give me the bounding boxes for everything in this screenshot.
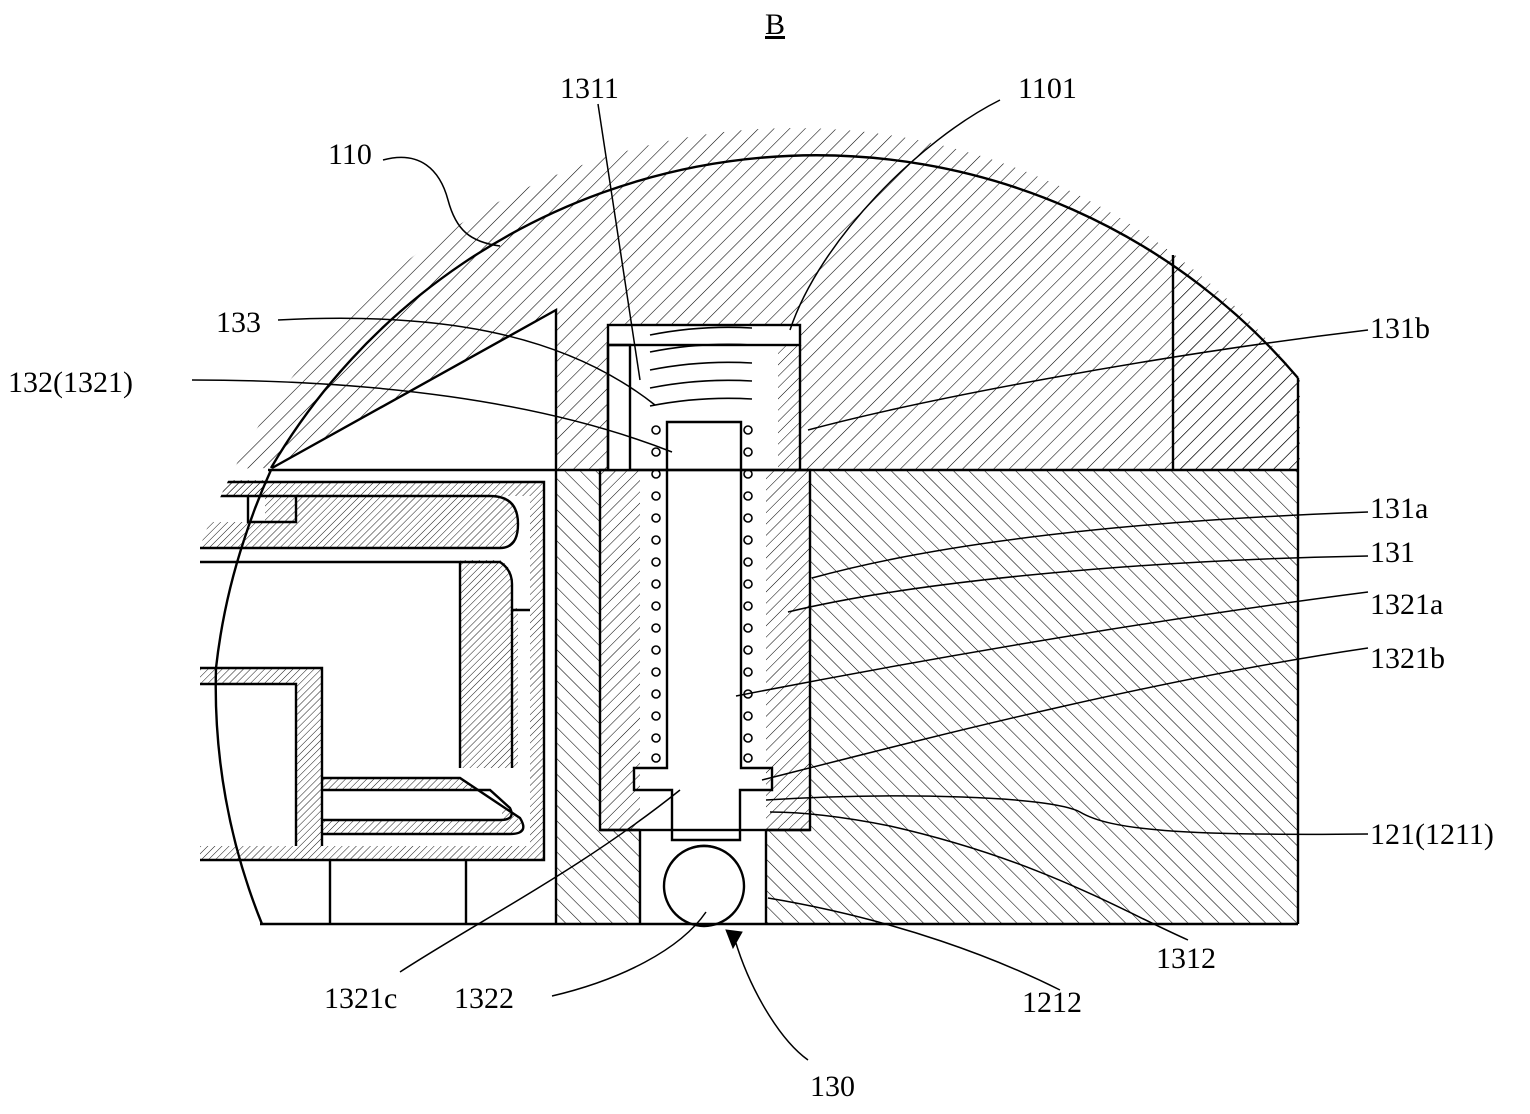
label-131: 131 xyxy=(1370,536,1415,569)
figure-title: B xyxy=(765,8,785,41)
label-1312: 1312 xyxy=(1156,942,1216,975)
label-1212: 1212 xyxy=(1022,986,1082,1019)
label-131a: 131a xyxy=(1370,492,1428,525)
lower-block-121 xyxy=(556,470,1298,924)
label-1311: 1311 xyxy=(560,72,619,105)
label-121-1211: 121(1211) xyxy=(1370,818,1494,851)
label-1321a: 1321a xyxy=(1370,588,1443,621)
ball-1322 xyxy=(662,844,746,928)
upper-part-110 xyxy=(163,128,1300,470)
plunger-rod-1321 xyxy=(632,420,774,842)
label-130: 130 xyxy=(810,1070,855,1103)
label-131b: 131b xyxy=(1370,312,1430,345)
spring-133 xyxy=(649,326,753,407)
label-1321c: 1321c xyxy=(324,982,397,1015)
label-133: 133 xyxy=(216,306,261,339)
label-110: 110 xyxy=(328,138,372,171)
left-housing xyxy=(200,480,544,860)
leader-lines xyxy=(191,99,1369,1061)
label-1321b: 1321b xyxy=(1370,642,1445,675)
label-132-1321: 132(1321) xyxy=(8,366,133,399)
label-1322: 1322 xyxy=(454,982,514,1015)
spring-coil-left xyxy=(651,425,661,763)
label-1101: 1101 xyxy=(1018,72,1077,105)
